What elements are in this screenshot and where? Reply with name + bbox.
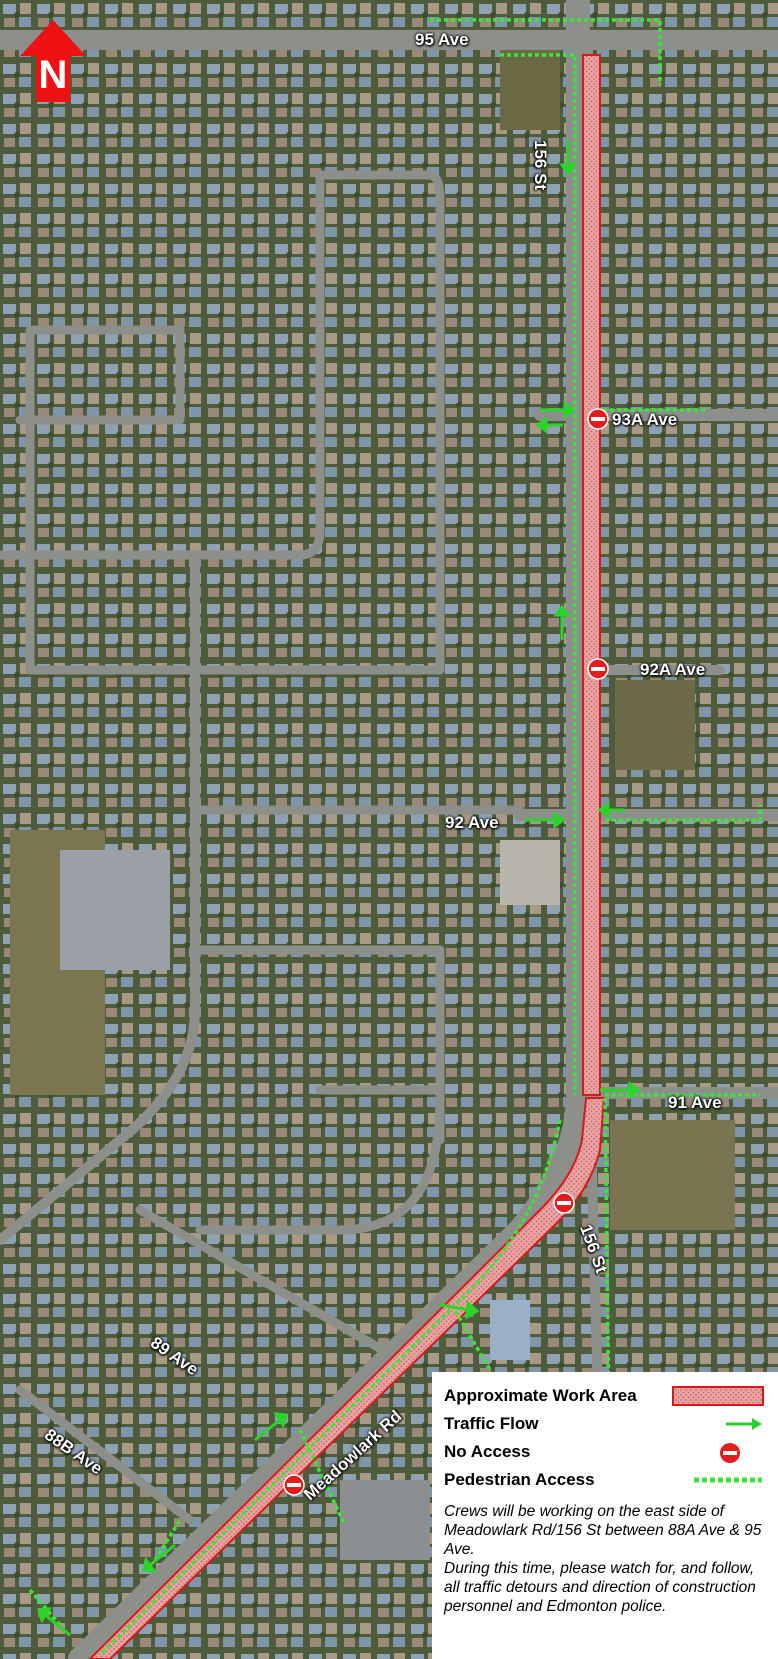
street-label-93a-ave: 93A Ave — [612, 410, 678, 429]
pedestrian-access-dots-icon — [694, 1477, 762, 1483]
no-access-markers — [283, 408, 609, 1496]
legend-label: Traffic Flow — [444, 1414, 539, 1433]
street-label-156-st-north: 156 St — [531, 140, 550, 191]
north-arrow-icon: N — [20, 20, 86, 102]
legend-item-no-access: No Access — [444, 1438, 768, 1466]
legend-note: Crews will be working on the east side o… — [444, 1502, 768, 1616]
traffic-flow-arrow-icon — [726, 1418, 762, 1430]
work-area-swatch-icon — [672, 1386, 764, 1406]
street-label-95-ave: 95 Ave — [415, 30, 469, 49]
detour-instructions: During this time, please watch for, and … — [444, 1560, 756, 1615]
work-description: Crews will be working on the east side o… — [444, 1503, 762, 1558]
legend-item-traffic-flow: Traffic Flow — [444, 1410, 768, 1438]
legend-item-pedestrian-access: Pedestrian Access — [444, 1466, 768, 1494]
legend-item-work-area: Approximate Work Area — [444, 1382, 768, 1410]
legend-label: No Access — [444, 1442, 531, 1461]
legend-label: Pedestrian Access — [444, 1470, 595, 1489]
street-label-92a-ave: 92A Ave — [640, 660, 706, 679]
north-label: N — [39, 53, 68, 97]
no-access-icon — [720, 1443, 740, 1463]
street-label-92-ave: 92 Ave — [445, 813, 499, 832]
map-legend: Approximate Work Area Traffic Flow No Ac… — [432, 1372, 778, 1659]
street-label-91-ave: 91 Ave — [668, 1093, 722, 1112]
legend-label: Approximate Work Area — [444, 1386, 637, 1405]
